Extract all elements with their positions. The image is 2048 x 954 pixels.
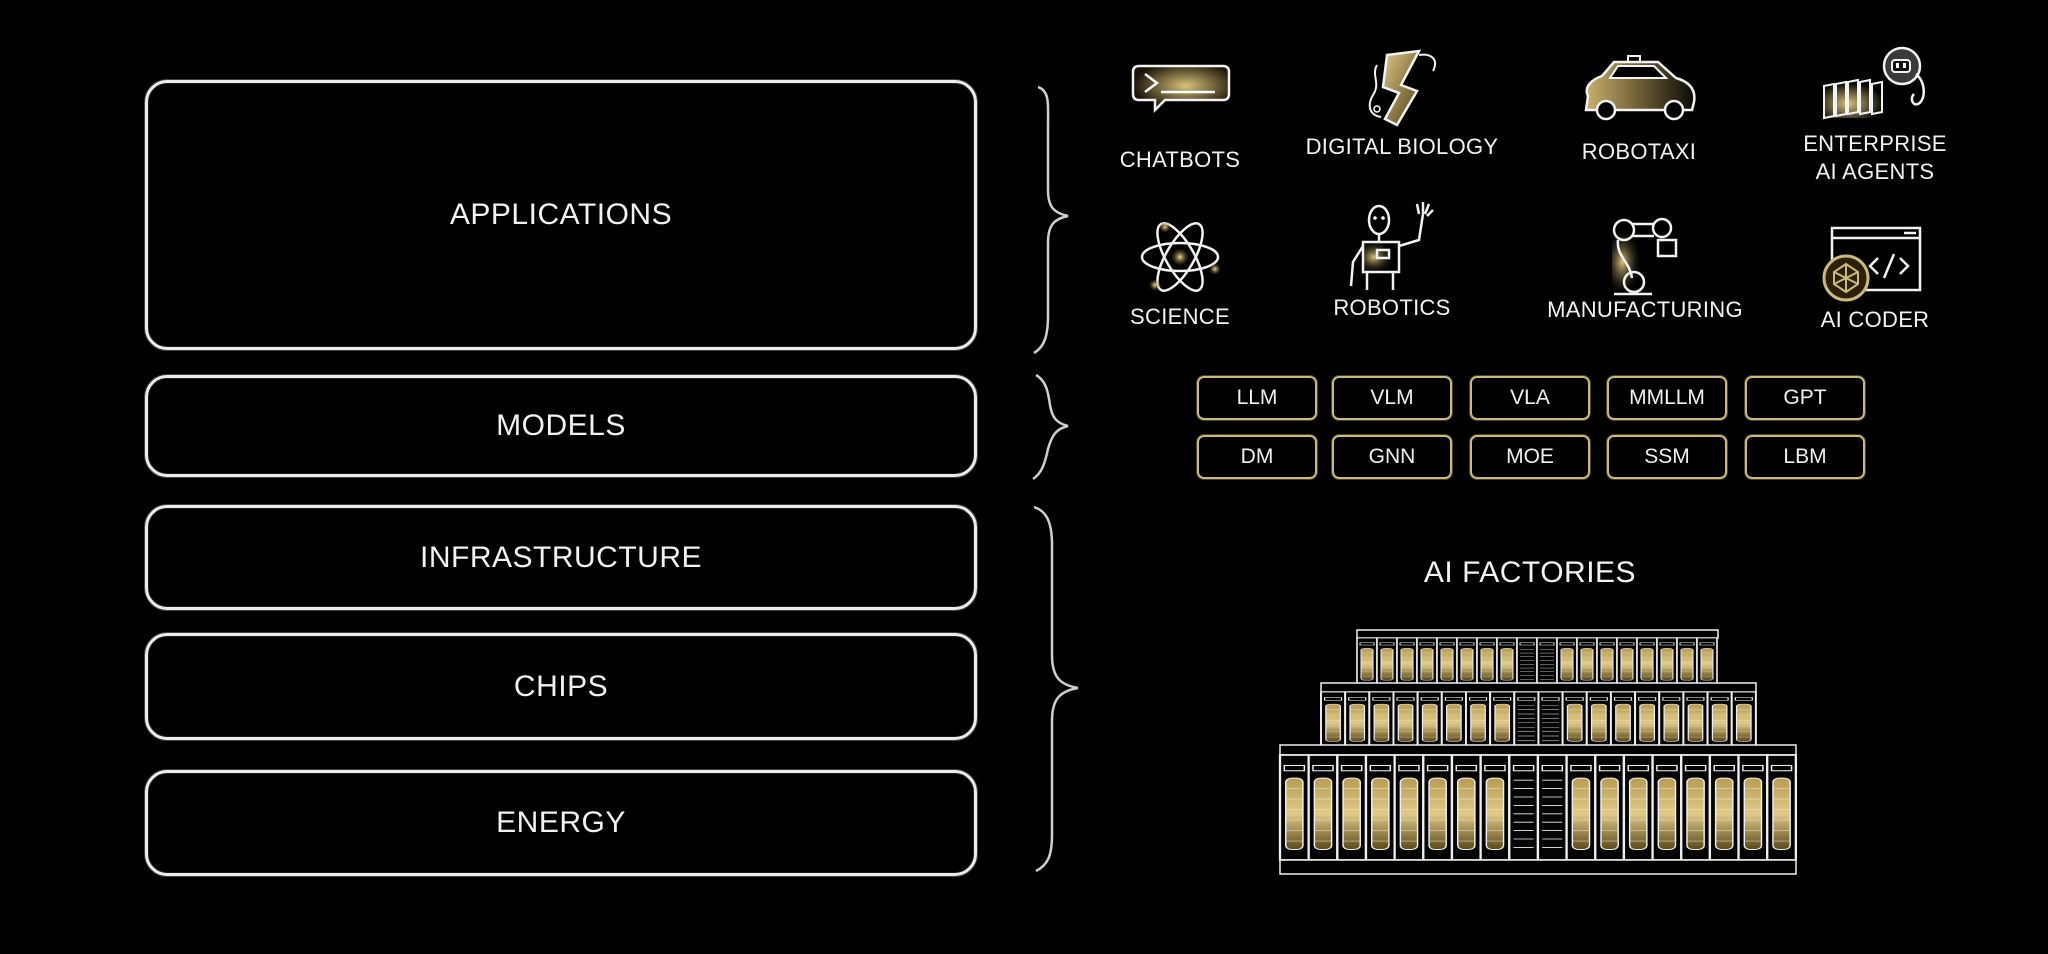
app-enterprise-ai-agents: ENTERPRISE AI AGENTS	[1765, 42, 1985, 186]
app-robotaxi: ROBOTAXI	[1529, 50, 1749, 166]
chat-bubble-icon	[1125, 58, 1235, 138]
layer-models: MODELS	[145, 375, 977, 477]
robot-arm-icon	[1590, 212, 1700, 302]
model-chip-vla: VLA	[1470, 376, 1590, 420]
app-label-line-1: ENTERPRISE	[1803, 131, 1947, 156]
layer-label: CHIPS	[513, 669, 609, 703]
layer-label: INFRASTRUCTURE	[420, 540, 702, 574]
app-label: ROBOTICS	[1333, 295, 1451, 320]
model-chip-llm: LLM	[1197, 376, 1317, 420]
robot-agent-icon	[1820, 42, 1930, 130]
layer-energy: ENERGY	[145, 770, 977, 876]
layer-label: MODELS	[496, 409, 626, 442]
app-label: DIGITAL BIOLOGY	[1305, 134, 1499, 159]
brace-applications-icon	[1033, 85, 1069, 355]
model-chip-mmllm: MMLLM	[1607, 376, 1727, 420]
factories-title: AI FACTORIES	[1423, 556, 1637, 589]
layer-chips: CHIPS	[145, 633, 977, 740]
layer-infrastructure: INFRASTRUCTURE	[145, 505, 977, 610]
app-label: ENTERPRISE AI AGENTS	[1765, 130, 1985, 186]
car-icon	[1574, 50, 1704, 130]
app-science: SCIENCE	[1070, 215, 1290, 331]
app-label: AI CODER	[1820, 307, 1930, 332]
model-chip-gnn: GNN	[1332, 435, 1452, 479]
brace-infrastructure-icon	[1033, 505, 1079, 873]
app-label: SCIENCE	[1130, 304, 1230, 329]
model-chip-ssm: SSM	[1607, 435, 1727, 479]
app-chatbots: CHATBOTS	[1070, 58, 1290, 174]
app-robotics: ROBOTICS	[1282, 200, 1502, 322]
app-digital-biology: DIGITAL BIOLOGY	[1292, 45, 1512, 161]
layer-label: ENERGY	[496, 806, 626, 839]
model-chip-dm: DM	[1197, 435, 1317, 479]
humanoid-robot-icon	[1337, 200, 1447, 300]
model-chip-moe: MOE	[1470, 435, 1590, 479]
app-label-line-2: AI AGENTS	[1815, 159, 1935, 184]
code-window-icon	[1820, 220, 1930, 305]
app-manufacturing: MANUFACTURING	[1535, 212, 1755, 324]
layer-label: APPLICATIONS	[449, 198, 673, 231]
app-label: CHATBOTS	[1119, 147, 1241, 172]
layer-applications: APPLICATIONS	[145, 80, 977, 350]
protein-ribbon-icon	[1347, 45, 1457, 138]
app-ai-coder: AI CODER	[1765, 220, 1985, 334]
app-label: MANUFACTURING	[1547, 297, 1743, 322]
model-chip-lbm: LBM	[1745, 435, 1865, 479]
server-racks-icon	[1278, 629, 1798, 875]
atom-icon	[1125, 215, 1235, 295]
brace-models-icon	[1032, 373, 1069, 481]
app-label: ROBOTAXI	[1581, 139, 1697, 164]
model-chip-vlm: VLM	[1332, 376, 1452, 420]
model-chip-gpt: GPT	[1745, 376, 1865, 420]
